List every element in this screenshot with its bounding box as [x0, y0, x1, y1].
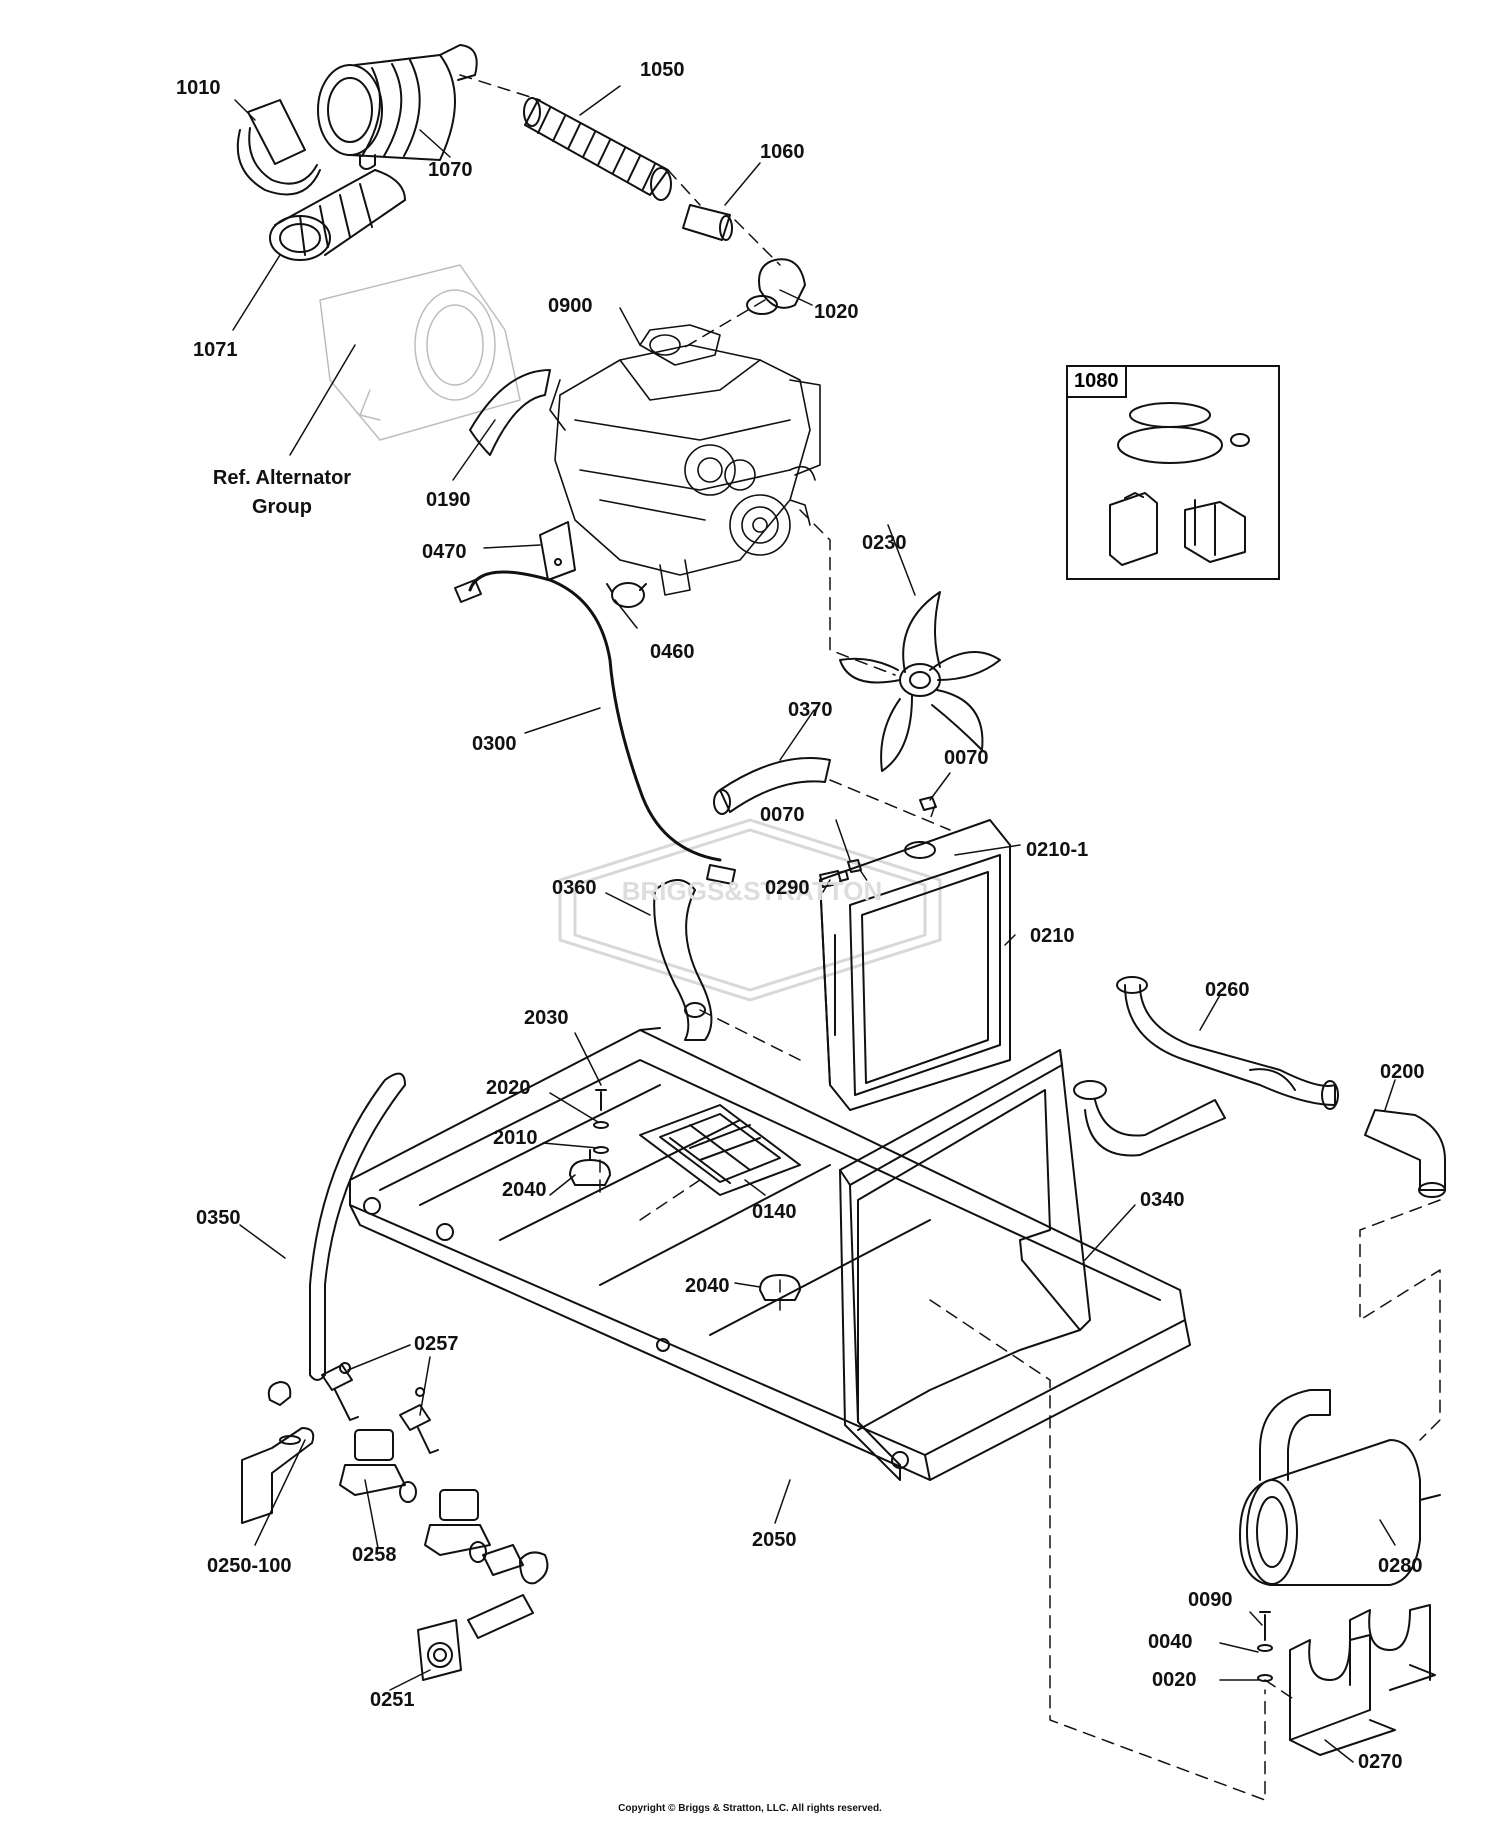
label-1070: 1070 — [428, 159, 473, 181]
mount-2040-b — [759, 1274, 801, 1301]
copyright-footer: Copyright © Briggs & Stratton, LLC. All … — [618, 1803, 882, 1814]
label-0070-b: 0070 — [760, 804, 805, 826]
label-2050: 2050 — [752, 1529, 797, 1551]
leader-lines — [232, 85, 1396, 1763]
bracket-0470 — [539, 521, 576, 581]
air-cleaner-1070 — [317, 44, 478, 170]
hose-1050 — [523, 97, 672, 201]
label-0251: 0251 — [370, 1689, 415, 1711]
label-1071: 1071 — [193, 339, 238, 361]
label-0040: 0040 — [1148, 1631, 1193, 1653]
label-0020: 0020 — [1152, 1669, 1197, 1691]
label-1010: 1010 — [176, 77, 221, 99]
elbow-1020 — [746, 258, 806, 315]
solenoid-valve-0258 — [339, 1429, 491, 1563]
alternator-reference — [319, 264, 521, 441]
label-0900: 0900 — [548, 295, 593, 317]
exhaust-pipe-0260 — [1073, 976, 1339, 1157]
kit-1080-contents — [1109, 402, 1250, 566]
watermark-text: BRIGGS&STRATTON — [622, 876, 882, 906]
label-0460: 0460 — [650, 641, 695, 663]
label-0257: 0257 — [414, 1333, 459, 1355]
radiator-0210 — [819, 819, 1011, 1111]
base-frame-2050 — [349, 1027, 1191, 1481]
hose-0350 — [309, 1072, 406, 1381]
label-0270: 0270 — [1358, 1751, 1403, 1773]
kit-1080-box: 1080 — [1066, 365, 1280, 580]
label-0210-1: 0210-1 — [1026, 839, 1089, 861]
label-0230: 0230 — [862, 532, 907, 554]
frame-0340 — [839, 1049, 1091, 1481]
label-0070-a: 0070 — [944, 747, 989, 769]
label-0300: 0300 — [472, 733, 517, 755]
elbow-0200 — [1364, 1109, 1446, 1198]
label-1020: 1020 — [814, 301, 859, 323]
label-1050: 1050 — [640, 59, 685, 81]
label-0360: 0360 — [552, 877, 597, 899]
bracket-0250-100 — [241, 1381, 315, 1524]
label-0200: 0200 — [1380, 1061, 1425, 1083]
label-0250-100: 0250-100 — [207, 1555, 292, 1577]
label-0370: 0370 — [788, 699, 833, 721]
label-0470: 0470 — [422, 541, 467, 563]
label-0340: 0340 — [1140, 1189, 1185, 1211]
label-0140: 0140 — [752, 1201, 797, 1223]
briggs-watermark — [558, 818, 942, 1002]
label-ref-alternator: Ref. Alternator — [212, 467, 352, 489]
harness-0300 — [454, 570, 736, 885]
clamp-0460 — [606, 582, 647, 608]
mount-2040-a — [569, 1149, 611, 1186]
label-0290: 0290 — [765, 877, 810, 899]
label-1060: 1060 — [760, 141, 805, 163]
label-0350: 0350 — [196, 1207, 241, 1229]
kit-1080-label: 1080 — [1066, 365, 1127, 398]
label-0258: 0258 — [352, 1544, 397, 1566]
cap-0070-a — [919, 796, 937, 811]
engine-0900 — [549, 324, 821, 596]
label-2020: 2020 — [486, 1077, 531, 1099]
label-0190: 0190 — [426, 489, 471, 511]
hose-0370 — [713, 757, 831, 815]
label-2010: 2010 — [493, 1127, 538, 1149]
valve-0257-a — [321, 1362, 359, 1421]
clamp-1010 — [236, 99, 321, 196]
label-2040-b: 2040 — [685, 1275, 730, 1297]
hardware-0090-0040-0020 — [1257, 1611, 1273, 1682]
filter-1071 — [269, 169, 406, 261]
plate-0190 — [469, 369, 551, 456]
label-ref-alternator-group: Group — [252, 496, 312, 518]
label-2030: 2030 — [524, 1007, 569, 1029]
fan-0230 — [839, 591, 1001, 772]
label-2040-a: 2040 — [502, 1179, 547, 1201]
flange-0251 — [417, 1619, 462, 1681]
assembly-dashed-lines — [459, 74, 1441, 1801]
label-0210: 0210 — [1030, 925, 1075, 947]
hose-0360 — [653, 879, 713, 1041]
label-0090: 0090 — [1188, 1589, 1233, 1611]
label-0260: 0260 — [1205, 979, 1250, 1001]
sleeve-1060 — [682, 204, 733, 241]
muffler-0280 — [1239, 1389, 1441, 1586]
tray-0140 — [639, 1104, 801, 1196]
valve-0257-b — [399, 1387, 439, 1454]
hardware-2030-2020-2010 — [593, 1089, 609, 1154]
pipe-fittings — [467, 1544, 549, 1639]
label-0280: 0280 — [1378, 1555, 1423, 1577]
bracket-0270 — [1289, 1604, 1436, 1756]
